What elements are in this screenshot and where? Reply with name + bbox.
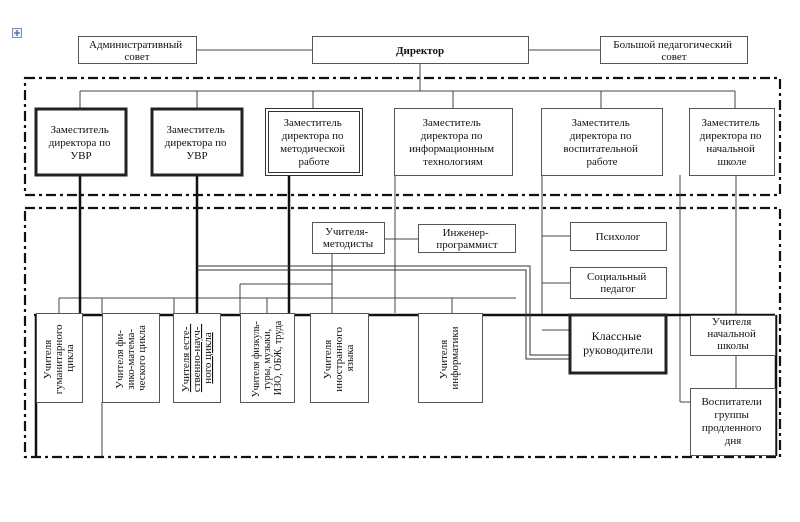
deputy-it: Заместитель директора по информационным …	[394, 108, 513, 176]
admin-council-box: Административный совет	[89, 39, 185, 63]
svg-text:Учителя физкуль- туры, муз: Учителя физкуль- туры, музыки, ИЗО, ОБЖ,…	[251, 319, 284, 398]
teachers-pe-arts-box	[240, 313, 295, 403]
svg-text:Учителя гуманитарного: Учителя гуманитарного цикла	[42, 322, 76, 395]
social-pedagogue-box: Социальный педагог	[570, 267, 667, 299]
svg-text:Учителя фи- зико-матема-: Учителя фи- зико-матема- ческого цикла	[114, 325, 148, 391]
director-box: Директор	[396, 45, 444, 57]
deputy-primary: Заместитель директора по начальной школе	[689, 108, 775, 176]
svg-text:Учителя иностранного я: Учителя иностранного языка	[322, 324, 356, 392]
teachers-physmath-box	[102, 313, 160, 403]
svg-text:Классные руководители: Классные руководители	[583, 329, 653, 357]
deputy-educational: Заместитель директора по воспитательной …	[541, 108, 663, 176]
psychologist-box: Психолог	[570, 222, 667, 251]
teachers-humanities-box	[36, 313, 83, 403]
svg-text:Инженер- программист: Инженер- программист	[436, 227, 497, 251]
svg-text:Заместитель директора по: Заместитель директора по методической ра…	[280, 117, 348, 168]
deputy-uvr-2: Заместитель директора по УВР	[150, 107, 244, 177]
primary-teachers-box: Учителя начальной школы	[690, 315, 776, 356]
double-connector	[197, 265, 570, 360]
svg-text:Учителя информатики: Учителя информатики	[438, 326, 461, 389]
teachers-informatics-box	[418, 313, 483, 403]
svg-text:Социальный педагог: Социальный педагог	[587, 271, 649, 295]
svg-text:Заместитель директора по: Заместитель директора по УВР	[165, 124, 230, 162]
svg-text:Учителя- методисты: Учителя- методисты	[323, 226, 374, 250]
methodists-box: Учителя- методисты	[312, 222, 385, 254]
svg-text:Заместитель директора по: Заместитель директора по информационным …	[409, 117, 497, 168]
class-teachers-box: Классные руководители	[568, 313, 668, 375]
teachers-science-box	[173, 313, 221, 403]
svg-text:Воспитатели группы: Воспитатели группы продленного дня	[701, 396, 764, 447]
svg-text:Психолог: Психолог	[596, 231, 641, 243]
svg-text:Учителя начальной: Учителя начальной школы	[707, 316, 758, 352]
ped-council-box: Большой педагогический совет	[613, 39, 734, 63]
programmer-box: Инженер- программист	[418, 224, 516, 253]
plus-icon[interactable]	[12, 28, 22, 38]
deputy-methodical: Заместитель директора по методической ра…	[265, 108, 363, 176]
staff-frame	[23, 206, 782, 459]
teachers-languages-box	[310, 313, 369, 403]
svg-text:Учителя есте- ственно-науч: Учителя есте- ственно-науч- ного цикла	[180, 324, 214, 392]
svg-text:Заместитель директора по: Заместитель директора по УВР	[49, 124, 114, 162]
svg-text:Заместитель директора по: Заместитель директора по воспитательной …	[563, 117, 640, 168]
after-school-box: Воспитатели группы продленного дня	[690, 388, 776, 456]
svg-text:Заместитель директора по: Заместитель директора по начальной школе	[700, 117, 765, 168]
deputies-frame	[23, 76, 782, 197]
connectors	[58, 49, 737, 456]
deputy-uvr-1: Заместитель директора по УВР	[34, 107, 128, 177]
